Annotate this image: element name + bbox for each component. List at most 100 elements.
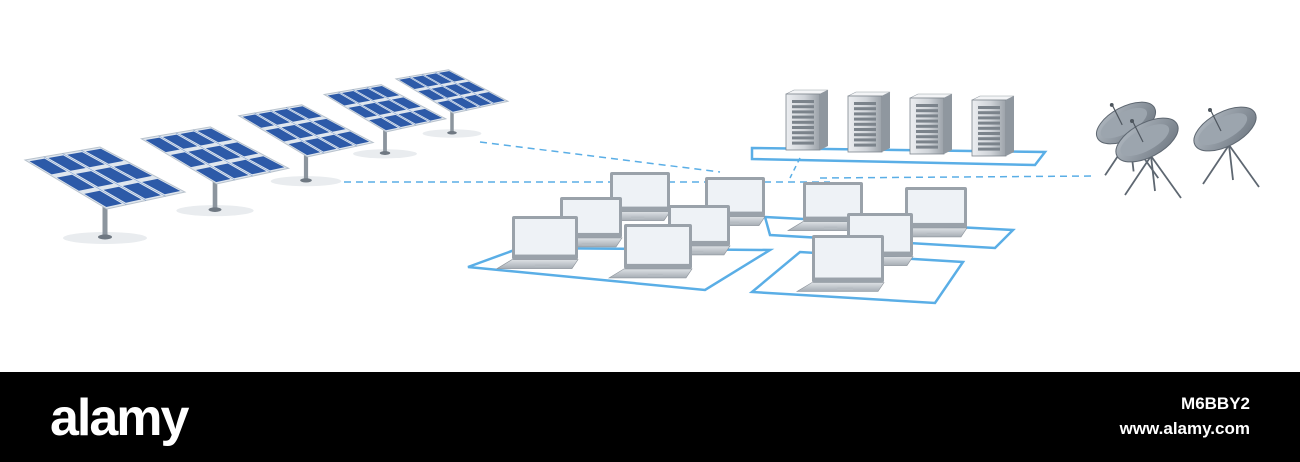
solar-cell xyxy=(142,178,181,195)
server-bay xyxy=(854,112,876,116)
dish-inner xyxy=(1198,113,1248,146)
dish-feed xyxy=(1208,108,1212,112)
laptop-screen xyxy=(515,219,575,255)
solar-cell xyxy=(321,134,353,149)
solar-cell xyxy=(464,94,492,106)
solar-cell xyxy=(249,156,285,171)
panel-pole xyxy=(303,150,309,181)
solar-cell xyxy=(418,89,445,101)
laptop-screen xyxy=(815,238,881,278)
site-url: www.alamy.com xyxy=(1119,419,1250,438)
cell-gridline xyxy=(270,110,341,150)
solar-cell xyxy=(289,106,322,119)
solar-panel xyxy=(322,84,448,159)
cell-gridline xyxy=(193,129,271,173)
laptop-trackpad xyxy=(581,242,596,246)
server-bay xyxy=(978,121,1000,125)
server-bay xyxy=(916,135,938,139)
solar-cell xyxy=(103,186,142,203)
server-bay xyxy=(792,100,814,103)
server-bay xyxy=(854,102,876,105)
server-bay xyxy=(854,128,876,131)
dish-leg xyxy=(1124,155,1152,196)
server-bay xyxy=(792,110,814,114)
alamy-logo: alamy xyxy=(50,389,189,447)
solar-cell xyxy=(313,118,346,132)
laptop-keyboard-deck xyxy=(607,268,693,279)
solar-cell xyxy=(75,171,114,187)
laptop-screen xyxy=(806,185,860,217)
laptop-trackpad xyxy=(631,216,645,220)
server-side xyxy=(820,90,828,150)
cell-gridline xyxy=(175,132,253,177)
server-tower xyxy=(909,93,953,155)
solar-cell xyxy=(451,97,478,109)
laptop-trackpad xyxy=(535,264,550,268)
dish-leg xyxy=(1150,155,1156,192)
laptop xyxy=(888,187,968,238)
cell-gridline xyxy=(158,135,235,181)
laptop-screen xyxy=(627,227,689,264)
panel-base xyxy=(300,178,312,183)
solar-cell xyxy=(304,138,337,152)
solar-cell xyxy=(478,92,505,103)
satellite-dish xyxy=(1193,106,1260,188)
solar-cell xyxy=(122,182,161,199)
solar-cell xyxy=(85,148,124,164)
solar-cell xyxy=(29,158,67,175)
solar-cell xyxy=(213,163,249,179)
solar-cell xyxy=(362,102,392,115)
solar-cell xyxy=(162,134,198,149)
laptop-keyboard-deck xyxy=(795,282,885,292)
satellite-dish xyxy=(1115,117,1182,199)
image-id: M6BBY2 xyxy=(1181,394,1250,413)
solar-cell xyxy=(391,97,421,109)
server-bay xyxy=(916,130,938,133)
laptop-trackpad xyxy=(726,221,740,225)
server-bay xyxy=(916,119,938,123)
dish-feed-arm xyxy=(1210,110,1222,132)
solar-cell xyxy=(197,128,233,143)
solar-cell xyxy=(445,84,472,95)
dish-leg xyxy=(1202,144,1230,185)
cell-gridline xyxy=(422,74,481,108)
panel-base xyxy=(98,234,112,240)
panel-base xyxy=(447,131,457,135)
server-bay xyxy=(916,140,938,144)
dish-inner xyxy=(1120,124,1170,157)
dish-feed xyxy=(1130,119,1134,123)
server-tower xyxy=(971,95,1015,157)
server-bay xyxy=(854,133,876,137)
solar-cell xyxy=(170,152,206,168)
solar-panel xyxy=(139,126,291,217)
solar-cell xyxy=(281,125,314,139)
network-link-servers-to-dishes xyxy=(819,175,1096,179)
solar-panel xyxy=(237,104,375,187)
solar-cell xyxy=(327,93,356,106)
solar-cell xyxy=(180,131,215,146)
cell-gridline xyxy=(409,76,468,111)
solar-cell xyxy=(398,111,428,124)
solar-cell xyxy=(223,142,259,157)
solar-cell xyxy=(383,114,413,127)
solar-cell xyxy=(242,114,274,128)
server-side xyxy=(944,94,952,154)
solar-cell xyxy=(412,75,439,87)
solar-cell xyxy=(56,174,95,191)
panel-pole xyxy=(102,201,108,237)
server-bay xyxy=(792,105,814,109)
network-link-server-drop xyxy=(789,157,801,179)
network-frame-laptops-left xyxy=(467,246,775,292)
server-bay xyxy=(978,137,1000,141)
solar-cell xyxy=(356,88,385,101)
dish-leg xyxy=(1150,155,1182,199)
solar-cell xyxy=(188,149,223,164)
server-bay xyxy=(854,122,876,126)
server-side xyxy=(882,92,890,152)
solar-cell xyxy=(425,73,452,84)
server-bay xyxy=(916,145,938,149)
server-bay xyxy=(792,120,814,124)
server-bay xyxy=(854,138,876,142)
cell-gridline xyxy=(254,112,325,154)
solar-cell xyxy=(48,155,86,171)
